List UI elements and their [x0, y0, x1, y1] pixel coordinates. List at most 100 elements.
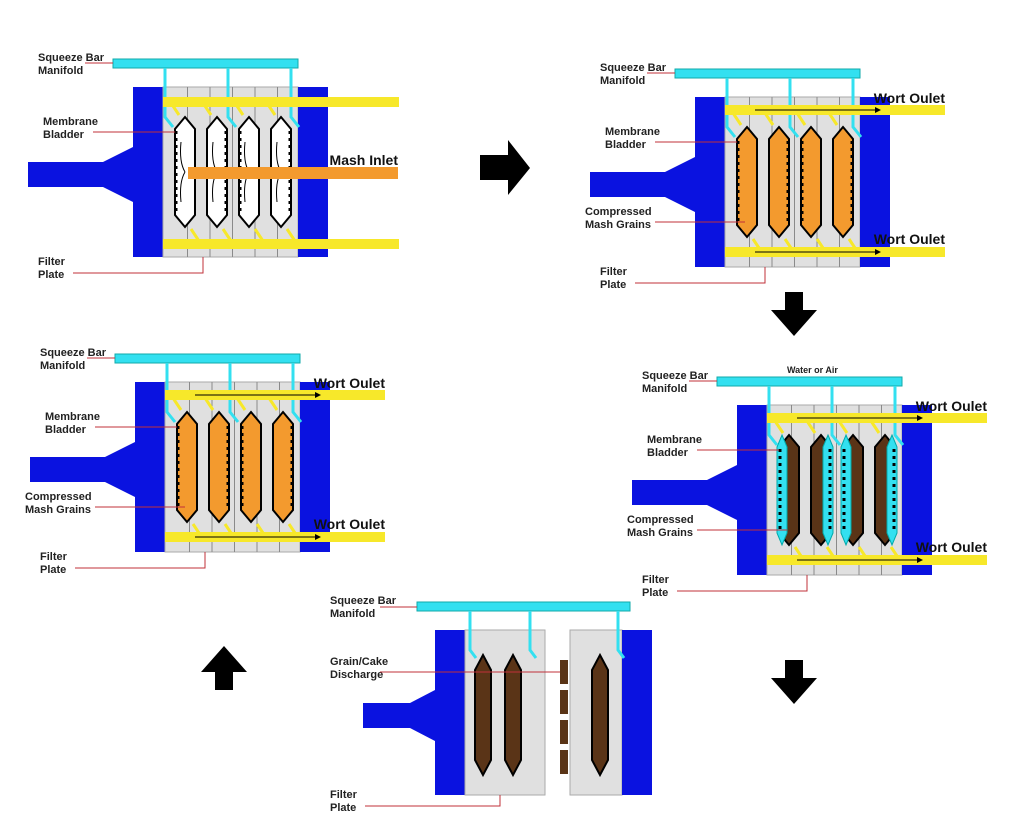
manifold-label-line2: Manifold [40, 360, 85, 372]
wort-outlet-bottom-label: Wort Oulet [916, 539, 988, 555]
manifold-label-line1: Squeeze Bar [40, 347, 107, 359]
panel-discharge: Squeeze BarManifoldGrain/CakeDischargeFi… [330, 595, 652, 814]
head-neck [410, 690, 435, 741]
ram [590, 172, 670, 197]
manifold-branch [725, 78, 737, 138]
membrane-label-line2: Bladder [43, 129, 85, 141]
mash-inlet-label: Mash Inlet [330, 152, 399, 168]
filter-chamber [240, 410, 262, 524]
plate-label-line2: Plate [38, 269, 64, 281]
manifold-branch [616, 611, 626, 659]
moving-head [300, 382, 330, 552]
wort-outlet-bottom-label: Wort Oulet [314, 516, 386, 532]
sequence-arrow-down [771, 292, 817, 336]
fixed-head [435, 630, 465, 795]
inflated-bladder [840, 433, 852, 547]
manifold-branch [893, 386, 905, 446]
plate-label-line1: Filter [40, 551, 68, 563]
grains-label-line2: Mash Grains [25, 504, 91, 516]
top-channel [163, 97, 399, 107]
grains-label-line2: Mash Grains [627, 527, 693, 539]
wort-outlet-top-label: Wort Oulet [314, 375, 386, 391]
bottom-channel [163, 239, 399, 249]
squeeze-bar-manifold [674, 68, 861, 79]
falling-cake-piece [560, 720, 568, 744]
ram [363, 703, 413, 728]
filter-chamber [768, 125, 790, 239]
inflated-bladder [776, 433, 788, 547]
manifold-branch [767, 386, 779, 446]
filter-chamber [800, 125, 822, 239]
plate-leader [635, 267, 766, 284]
filter-chamber [176, 410, 198, 524]
moving-head [902, 405, 932, 575]
plate-leader [677, 575, 808, 592]
manifold-branch [788, 78, 800, 138]
plate-label-line1: Filter [642, 574, 670, 586]
wort-outlet-top-label: Wort Oulet [916, 398, 988, 414]
manifold-branch [163, 68, 175, 128]
inflated-bladder [886, 433, 898, 547]
manifold-label-line2: Manifold [38, 65, 83, 77]
falling-cake-piece [560, 690, 568, 714]
falling-cake-piece [560, 750, 568, 774]
falling-cake-piece [560, 660, 568, 684]
grains-label-line2: Mash Grains [585, 219, 651, 231]
manifold-label-line1: Squeeze Bar [38, 52, 105, 64]
squeeze-bar-manifold [716, 376, 903, 387]
manifold-branch [830, 386, 842, 446]
manifold-branch [468, 611, 478, 659]
water-or-air-label: Water or Air [787, 365, 838, 375]
plate-label-line1: Filter [600, 266, 628, 278]
sequence-arrow-down [771, 660, 817, 704]
filter-chamber [736, 125, 758, 239]
manifold-label-line1: Squeeze Bar [330, 595, 397, 607]
filter-chamber [208, 410, 230, 524]
ram [30, 457, 110, 482]
discharge-label-line2: Discharge [330, 669, 383, 681]
fixed-head [737, 405, 767, 575]
wort-outlet-top-label: Wort Oulet [874, 90, 946, 106]
manifold-branch [851, 78, 863, 138]
manifold-label-line1: Squeeze Bar [642, 370, 709, 382]
sequence-arrow-up [201, 646, 247, 690]
manifold-branch [228, 363, 240, 423]
manifold-label-line2: Manifold [600, 75, 645, 87]
fixed-head [135, 382, 165, 552]
squeeze-bar-manifold [416, 601, 631, 612]
ram [632, 480, 712, 505]
discharge-label-line1: Grain/Cake [330, 656, 388, 668]
manifold-branch [226, 68, 238, 128]
plate-label-line1: Filter [38, 256, 66, 268]
plate-leader [365, 795, 501, 807]
head-neck [707, 465, 737, 520]
head-neck [665, 157, 695, 212]
plate-label-line2: Plate [330, 802, 356, 814]
manifold-label-line2: Manifold [642, 383, 687, 395]
mash-inlet-pipe [188, 167, 398, 179]
sequence-arrow-right [480, 140, 530, 195]
manifold-branch [291, 363, 303, 423]
plate-label-line2: Plate [642, 587, 668, 599]
membrane-label-line1: Membrane [45, 411, 100, 423]
fixed-head [133, 87, 163, 257]
membrane-label-line1: Membrane [605, 126, 660, 138]
grains-label-line1: Compressed [585, 206, 652, 218]
grain-cake [474, 652, 492, 778]
head-neck [105, 442, 135, 497]
grains-label-line1: Compressed [25, 491, 92, 503]
manifold-branch [528, 611, 538, 659]
grains-label-line1: Compressed [627, 514, 694, 526]
grain-cake [591, 652, 609, 778]
plate-leader [75, 552, 206, 569]
sequence-arrows [201, 140, 817, 704]
squeeze-bar-manifold [114, 353, 301, 364]
plate-label-line2: Plate [600, 279, 626, 291]
manifold-label-line1: Squeeze Bar [600, 62, 667, 74]
membrane-label-line1: Membrane [647, 434, 702, 446]
plate-leader [73, 257, 204, 274]
